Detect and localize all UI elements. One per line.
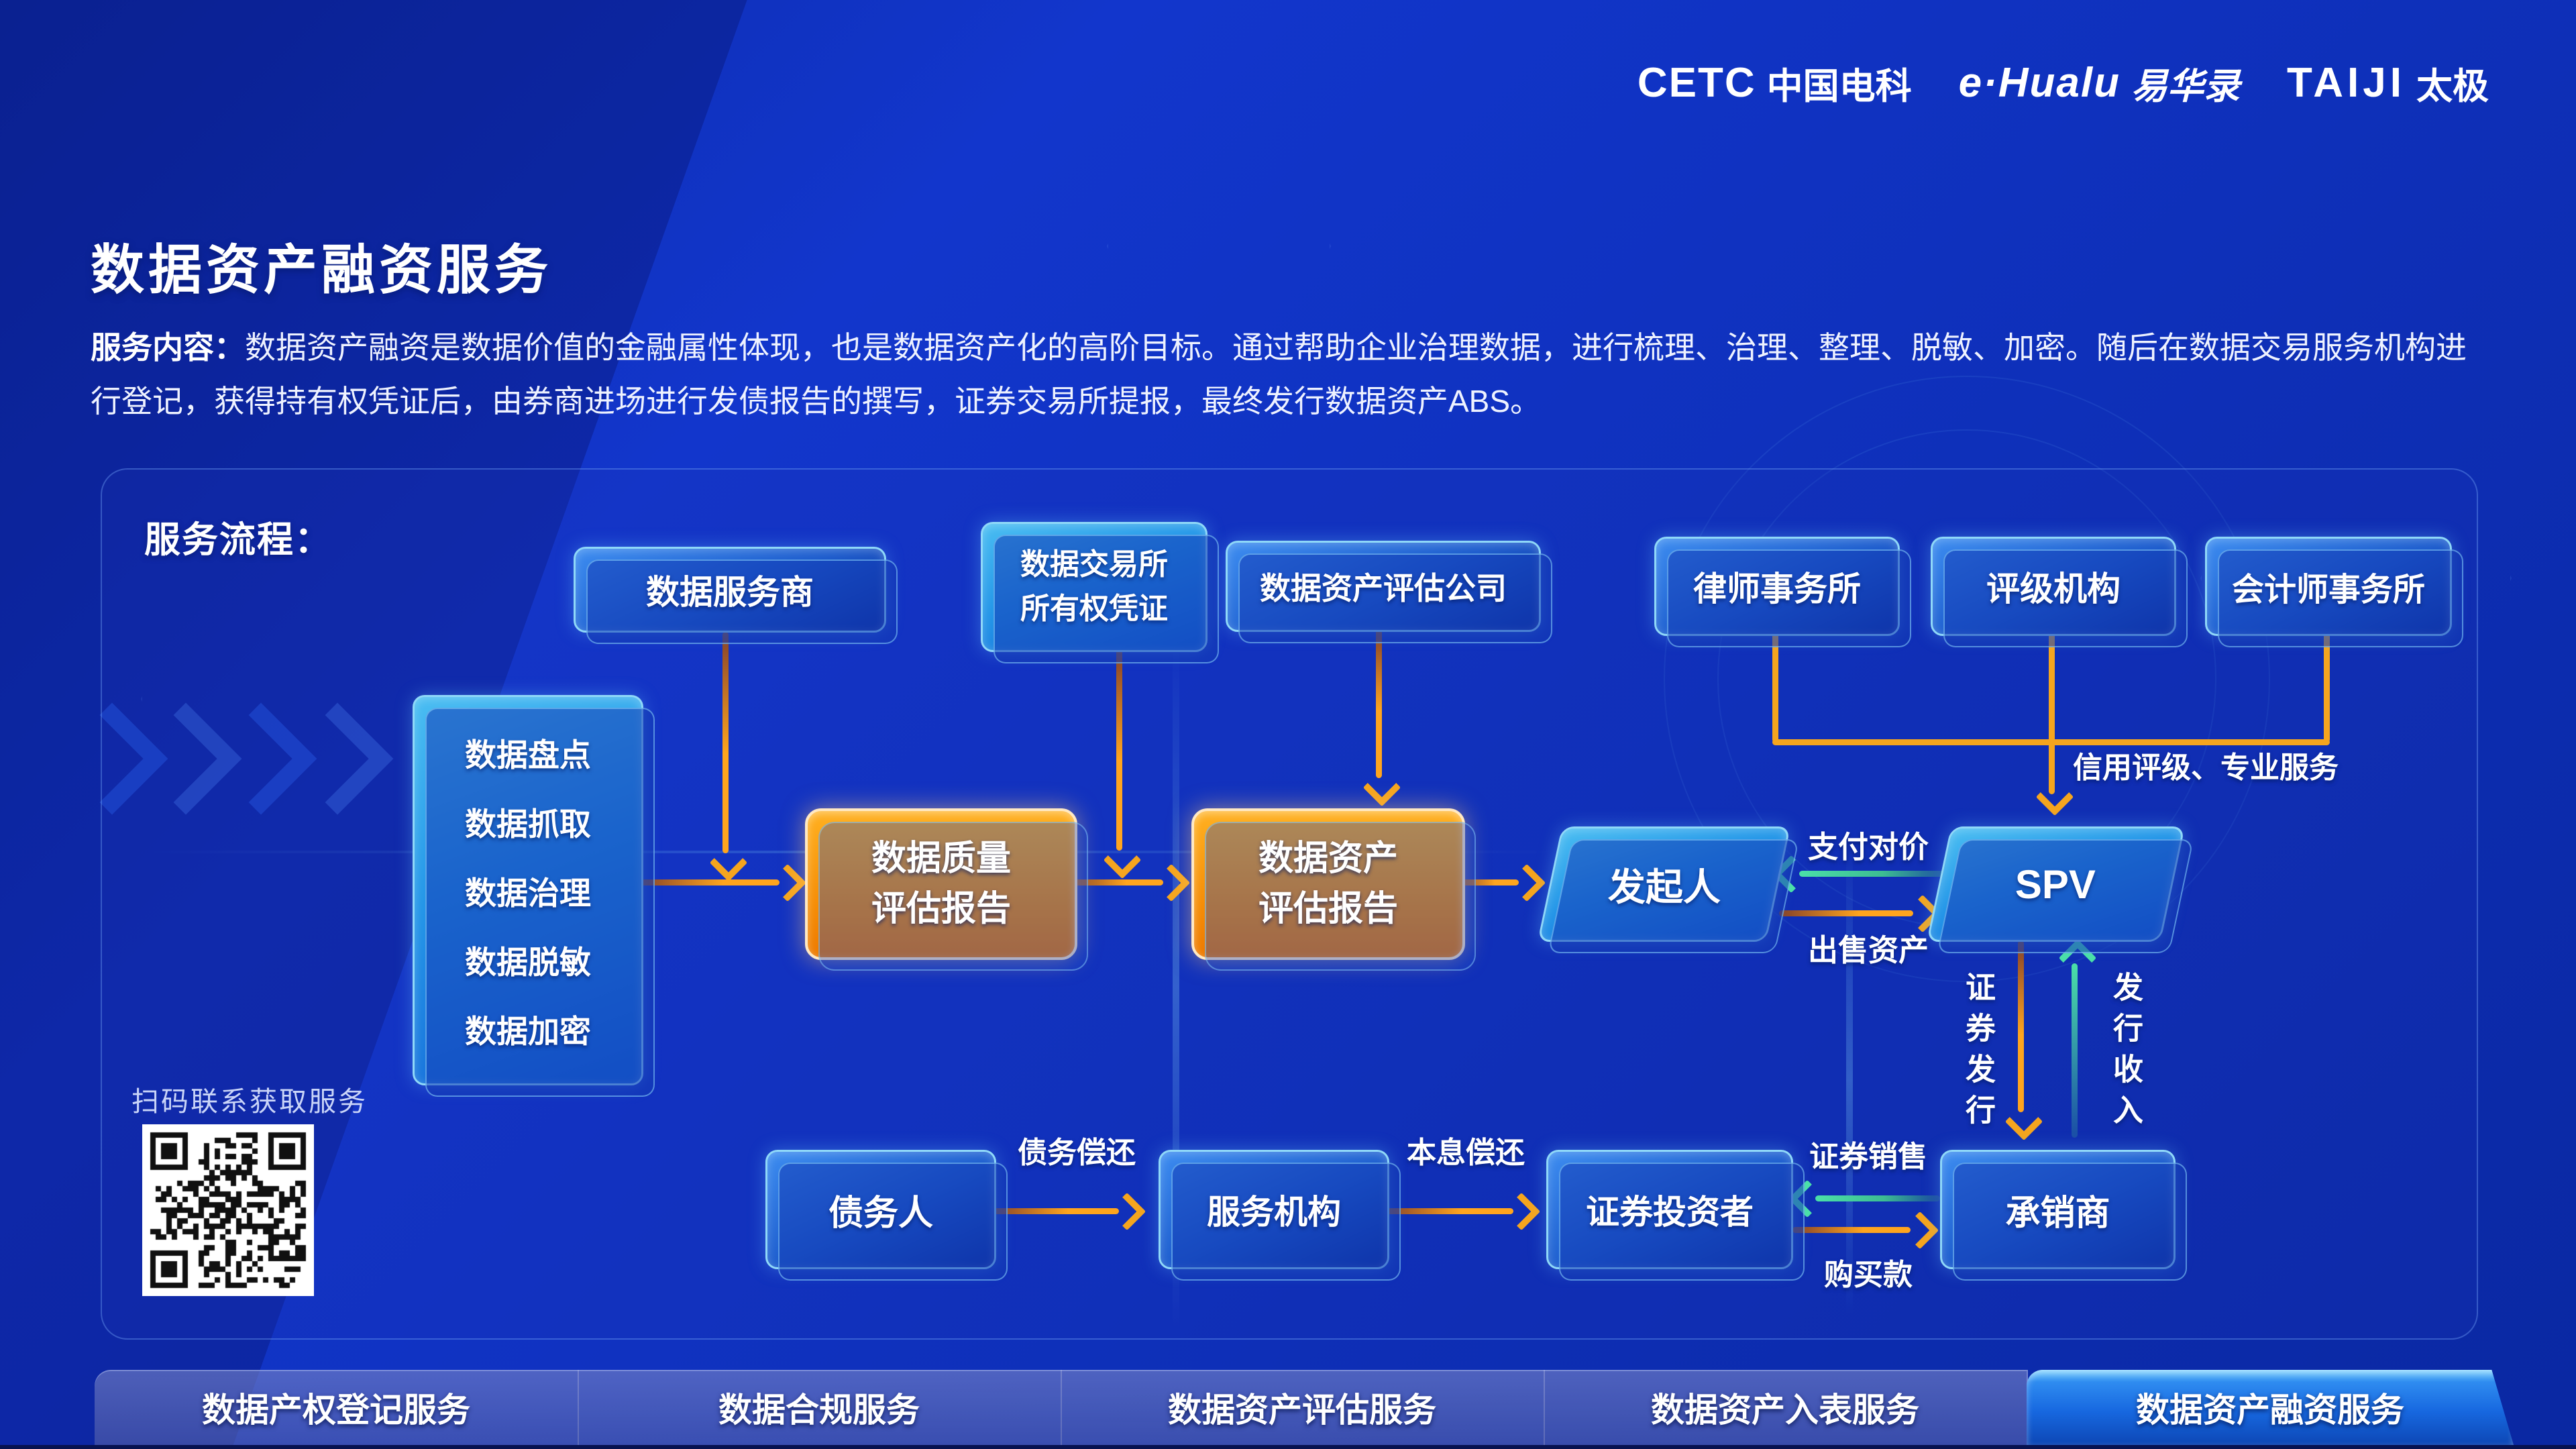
- node-asset-report: 数据资产 评估报告: [1191, 808, 1476, 971]
- edge-label-sell-assets: 出售资产: [1807, 933, 1929, 967]
- edge-label-issue-income: 发行收入: [2108, 971, 2143, 1135]
- tab-data-rights-registration[interactable]: 数据产权登记服务: [95, 1370, 579, 1445]
- arrow-valuation-down: [1376, 629, 1382, 778]
- data-step: 数据加密: [465, 1013, 591, 1049]
- arrow-provider-down: [722, 632, 729, 853]
- cetc-logo-cn: 中国电科: [1766, 66, 1912, 107]
- node-valuation-company: 数据资产评估公司: [1226, 541, 1552, 643]
- node-quality-report: 数据质量 评估报告: [805, 808, 1088, 971]
- arrow-underwriter-income-spv: [2072, 963, 2078, 1138]
- flow-section-label: 服务流程：: [144, 520, 332, 560]
- edge-label-pay-consideration: 支付对价: [1807, 830, 1929, 864]
- bottom-tab-bar: 数据产权登记服务 数据合规服务 数据资产评估服务 数据资产入表服务 数据资产融资…: [0, 1370, 2576, 1445]
- node-exchange-cert: 数据交易所 所有权凭证: [981, 522, 1219, 663]
- node-data-service-provider: 数据服务商: [574, 547, 898, 644]
- edge-label-securities-issue: 证券发行: [1961, 971, 1995, 1135]
- taiji-logo-text: TAIJI: [2287, 60, 2406, 106]
- tab-data-asset-valuation[interactable]: 数据资产评估服务: [1061, 1370, 1545, 1445]
- arrow-debtor-to-servicer: [992, 1208, 1119, 1214]
- edge-label-purchase-payment: 购买款: [1824, 1258, 1913, 1291]
- arrow-quality-to-asset: [1071, 879, 1163, 885]
- bottom-strip: [0, 1445, 2576, 1449]
- brand-logos: CETC 中国电科 e·Hualu 易华录 TAIJI 太极: [1638, 56, 2489, 109]
- page-title: 数据资产融资服务: [91, 240, 552, 300]
- data-step: 数据脱敏: [465, 944, 591, 980]
- node-accounting-firm: 会计师事务所: [2205, 537, 2463, 647]
- ehualu-logo-cn: 易华录: [2131, 66, 2241, 107]
- node-debtor: 债务人: [765, 1150, 1008, 1281]
- qr-code: [142, 1124, 314, 1296]
- connector-accounting-firm: [2324, 632, 2330, 743]
- arrow-spv-issue-underwriter: [2018, 941, 2024, 1112]
- data-step: 数据治理: [465, 875, 591, 911]
- tab-data-asset-accounting[interactable]: 数据资产入表服务: [1544, 1370, 2028, 1445]
- arrow-underwriter-sale-investor: [1815, 1195, 1940, 1201]
- arrow-asset-to-originator: [1459, 879, 1519, 885]
- node-investor: 证券投资者: [1546, 1150, 1805, 1281]
- connector-rating-agency: [2049, 632, 2055, 743]
- tab-data-compliance[interactable]: 数据合规服务: [578, 1370, 1062, 1445]
- ehualu-logo: e·Hualu 易华录: [1959, 56, 2240, 109]
- cetc-logo: CETC 中国电科: [1638, 56, 1912, 109]
- data-step: 数据盘点: [465, 737, 591, 773]
- node-law-firm: 律师事务所: [1654, 537, 1911, 647]
- arrow-steps-to-quality: [639, 879, 780, 885]
- node-rating-agency: 评级机构: [1931, 537, 2188, 647]
- arrow-originator-sell-spv: [1779, 910, 1913, 916]
- arrow-investor-pay-underwriter: [1792, 1227, 1911, 1233]
- tab-data-asset-financing[interactable]: 数据资产融资服务: [2027, 1370, 2514, 1445]
- cetc-logo-text: CETC: [1637, 60, 1756, 106]
- edge-label-securities-sale: 证券销售: [1809, 1140, 1927, 1173]
- service-description-text: 数据资产融资是数据价值的金融属性体现，也是数据资产化的高阶目标。通过帮助企业治理…: [91, 330, 2467, 419]
- node-underwriter: 承销商: [1940, 1150, 2187, 1281]
- arrow-servicer-to-investor: [1385, 1208, 1513, 1214]
- service-description-label: 服务内容：: [91, 330, 245, 365]
- ehualu-logo-text: e·Hualu: [1958, 60, 2121, 106]
- edge-label-credit-rating: 信用评级、专业服务: [2073, 751, 2339, 784]
- edge-label-debt-repay: 债务偿还: [1018, 1136, 1136, 1169]
- data-step: 数据抓取: [465, 806, 591, 842]
- taiji-logo-cn: 太极: [2416, 66, 2489, 107]
- arrow-cert-down: [1116, 649, 1122, 851]
- connector-firms-to-spv: [2049, 739, 2055, 794]
- node-servicer: 服务机构: [1159, 1150, 1401, 1281]
- arrow-spv-pay-originator: [1799, 871, 1951, 877]
- qr-label: 扫码联系获取服务: [131, 1086, 368, 1117]
- connector-law-firm: [1772, 632, 1778, 743]
- service-description: 服务内容：数据资产融资是数据价值的金融属性体现，也是数据资产化的高阶目标。通过帮…: [91, 321, 2492, 428]
- taiji-logo: TAIJI 太极: [2287, 56, 2489, 109]
- edge-label-principal-interest: 本息偿还: [1407, 1136, 1525, 1169]
- node-originator: 发起人: [1537, 826, 1791, 942]
- node-data-steps: 数据盘点 数据抓取 数据治理 数据脱敏 数据加密: [413, 695, 655, 1097]
